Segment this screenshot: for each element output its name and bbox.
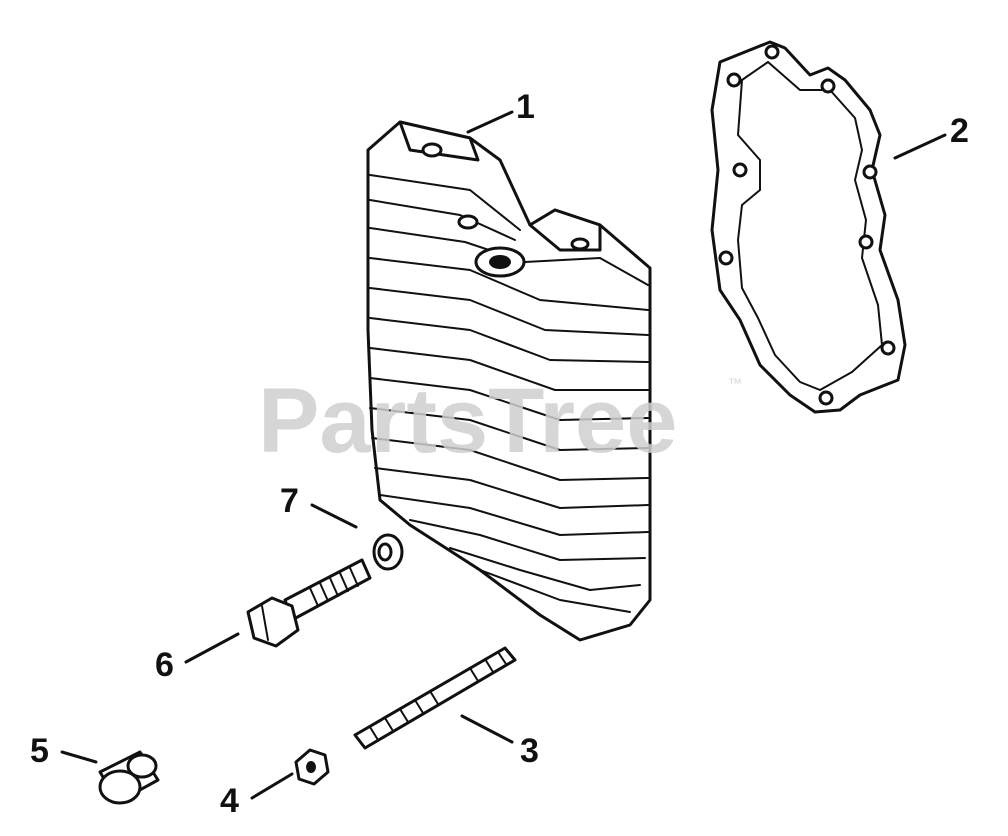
leader-2 [893, 133, 947, 160]
callout-2: 2 [950, 112, 969, 150]
washer-part-7[interactable] [372, 533, 404, 571]
stud-threads [369, 651, 507, 741]
leader-3 [460, 714, 514, 744]
callout-1: 1 [516, 88, 535, 126]
cooling-fins [369, 174, 649, 613]
watermark-trademark: ™ [728, 375, 742, 391]
callout-7: 7 [280, 482, 299, 520]
leader-5 [60, 750, 98, 764]
head-mounting-bosses [398, 120, 602, 278]
callout-6: 6 [155, 646, 174, 684]
callout-5: 5 [30, 732, 49, 770]
leader-7 [310, 503, 358, 529]
nut-part-4[interactable] [294, 748, 330, 786]
leader-1 [466, 110, 514, 134]
gasket-part-2[interactable] [710, 40, 907, 414]
bolt-part-6[interactable] [246, 558, 372, 648]
callout-3: 3 [520, 732, 539, 770]
gasket-bolt-holes [718, 44, 896, 406]
leader-6 [184, 632, 240, 664]
callout-4: 4 [220, 782, 239, 820]
callout-numbers: 1 2 3 4 5 6 7 [30, 88, 969, 820]
spacer-part-5[interactable] [98, 750, 160, 805]
watermark: PartsTree ™ [258, 370, 742, 472]
watermark-logo-text: PartsTree [258, 370, 677, 472]
leader-4 [250, 772, 294, 800]
stud-part-3[interactable] [353, 646, 517, 750]
cylinder-head-part-1[interactable] [366, 120, 652, 642]
leader-lines [60, 110, 947, 800]
bolt-threads [309, 567, 359, 607]
